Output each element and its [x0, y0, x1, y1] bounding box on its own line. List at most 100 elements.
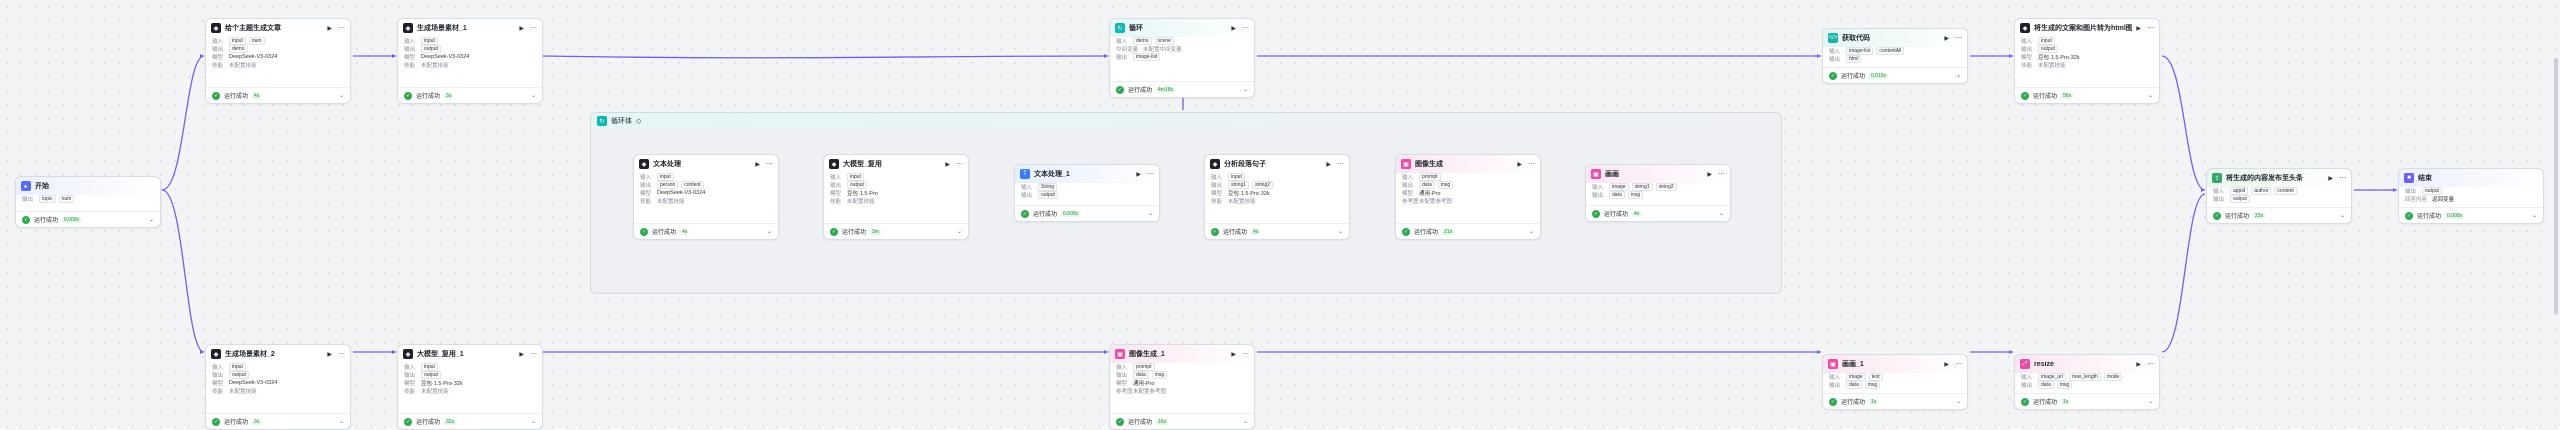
play-icon[interactable]: ▶	[1231, 25, 1236, 32]
play-icon[interactable]: ▶	[519, 351, 524, 358]
more-icon[interactable]: ⋯	[1242, 351, 1249, 358]
node-title: 将生成的内容发布至头条	[2226, 175, 2303, 182]
more-icon[interactable]: ⋯	[2147, 25, 2154, 32]
more-icon[interactable]: ⋯	[1528, 161, 1535, 168]
success-icon: ✓	[1829, 397, 1837, 406]
publish-icon: ⇪	[2212, 173, 2222, 183]
more-icon[interactable]: ⋯	[338, 351, 345, 358]
more-icon[interactable]: ⋯	[1147, 171, 1154, 178]
play-icon[interactable]: ▶	[1136, 171, 1141, 178]
text-value: 运行成功	[2417, 214, 2442, 220]
model-icon: ◆	[1210, 159, 1220, 169]
play-icon[interactable]: ▶	[2328, 175, 2333, 182]
duration-badge: 4s	[1632, 210, 1642, 217]
field-label: 模型	[212, 55, 224, 61]
text-value: 未配置中间变量	[1143, 47, 1182, 53]
duration-badge: 2m	[870, 228, 881, 235]
more-icon[interactable]: ⋯	[956, 161, 963, 168]
text-value: 豆包·1.5·Pro	[847, 191, 878, 197]
play-icon[interactable]: ▶	[327, 351, 332, 358]
chevron-down-icon: ⌄	[1242, 419, 1248, 425]
field-label: 输入	[1829, 49, 1841, 55]
model-icon: ◆	[403, 349, 413, 359]
vertical-scrollbar[interactable]	[2554, 58, 2558, 314]
variable-tag: input	[1228, 173, 1245, 181]
node-title: 大模型_复用_1	[417, 351, 464, 358]
more-icon[interactable]: ⋯	[1337, 161, 1344, 168]
field-label: 输入	[1829, 375, 1841, 381]
play-icon[interactable]: ▶	[1231, 351, 1236, 358]
more-icon[interactable]: ⋯	[338, 25, 345, 32]
play-icon[interactable]: ▶	[2136, 25, 2141, 32]
play-icon[interactable]: ▶	[1326, 161, 1331, 168]
variable-tag: input	[657, 173, 674, 181]
play-icon[interactable]: ▶	[1944, 35, 1949, 42]
field-label: 输入	[1116, 39, 1128, 45]
play-icon[interactable]: ▶	[2136, 361, 2141, 368]
play-icon[interactable]: ▶	[945, 161, 950, 168]
more-icon[interactable]: ⋯	[1955, 361, 1962, 368]
play-icon[interactable]: ▶	[1517, 161, 1522, 168]
resize-icon: ⤢	[2020, 359, 2030, 369]
text-value: 豆包·1.5·Pro·32k	[2038, 55, 2080, 61]
more-icon[interactable]: ⋯	[2339, 175, 2346, 182]
play-icon[interactable]: ▶	[755, 161, 760, 168]
node-title: 生成场景素材_1	[417, 25, 467, 32]
variable-tag: msg	[2056, 381, 2073, 389]
more-icon[interactable]: ⋯	[530, 351, 537, 358]
more-icon[interactable]: ⋯	[1718, 171, 1725, 178]
play-icon[interactable]: ▶	[327, 25, 332, 32]
more-icon[interactable]: ⋯	[1955, 35, 1962, 42]
loop-body-toggle-icon[interactable]: ◇	[636, 118, 642, 125]
more-icon[interactable]: ⋯	[1242, 25, 1249, 32]
edge-resize-publish	[2161, 193, 2206, 353]
more-icon[interactable]: ⋯	[2147, 361, 2154, 368]
more-icon[interactable]: ⋯	[766, 161, 773, 168]
more-icon[interactable]: ⋯	[530, 25, 537, 32]
play-icon[interactable]: ▶	[1944, 361, 1949, 368]
play-icon[interactable]: ▶	[1707, 171, 1712, 178]
play-icon[interactable]: ▶	[519, 25, 524, 32]
loop-body-container[interactable]: ↻ 循环体 ◇	[590, 112, 1782, 294]
